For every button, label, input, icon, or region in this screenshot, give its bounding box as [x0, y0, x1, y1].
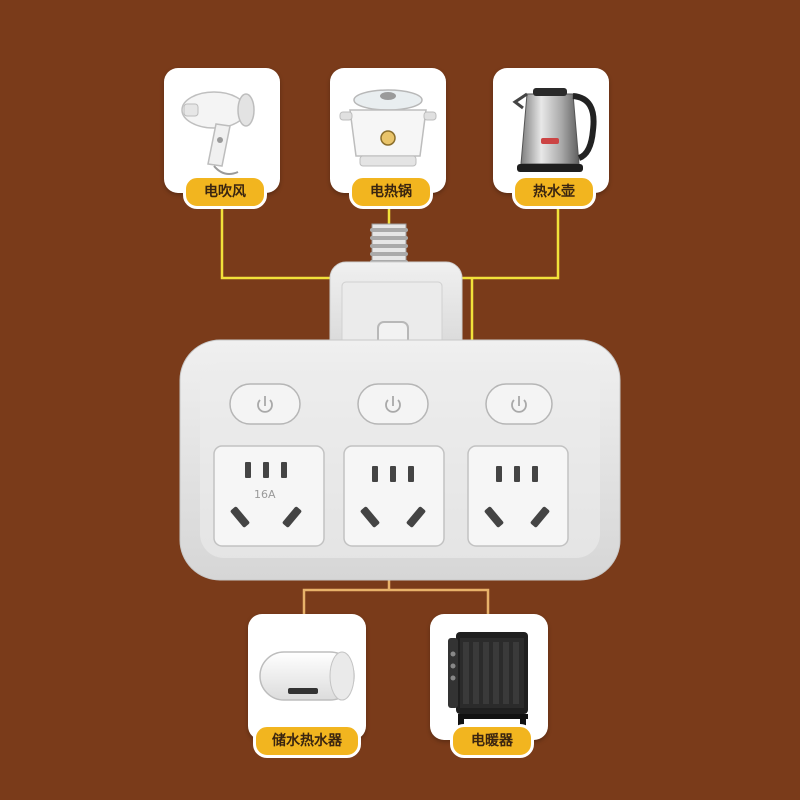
socket-rating-label: 16A — [254, 488, 276, 501]
power-switch-2[interactable] — [357, 383, 429, 425]
power-switch-3[interactable] — [485, 383, 553, 425]
label-hair-dryer: 电吹风 — [183, 175, 267, 209]
appliance-card-water-heater — [248, 614, 366, 740]
label-hotpot: 电热锅 — [349, 175, 433, 209]
hair-dryer-icon — [181, 91, 255, 175]
power-switch-1[interactable] — [229, 383, 301, 425]
power-icon — [257, 396, 273, 413]
appliance-card-kettle — [493, 68, 609, 193]
socket-16a — [213, 445, 325, 547]
electric-hotpot-icon — [339, 89, 437, 167]
appliance-card-oil-heater — [430, 614, 548, 740]
appliance-card-hotpot — [330, 68, 446, 193]
label-kettle: 热水壶 — [512, 175, 596, 209]
power-icon — [511, 396, 527, 413]
socket-3 — [467, 445, 569, 547]
electric-kettle-icon — [512, 88, 597, 172]
oil-heater-icon — [448, 632, 528, 727]
label-oil-heater: 电暖器 — [450, 724, 534, 758]
label-water-heater: 储水热水器 — [253, 724, 361, 758]
socket-2 — [343, 445, 445, 547]
power-icon — [385, 396, 401, 413]
appliance-card-hair-dryer — [164, 68, 280, 193]
water-heater-icon — [259, 651, 355, 701]
